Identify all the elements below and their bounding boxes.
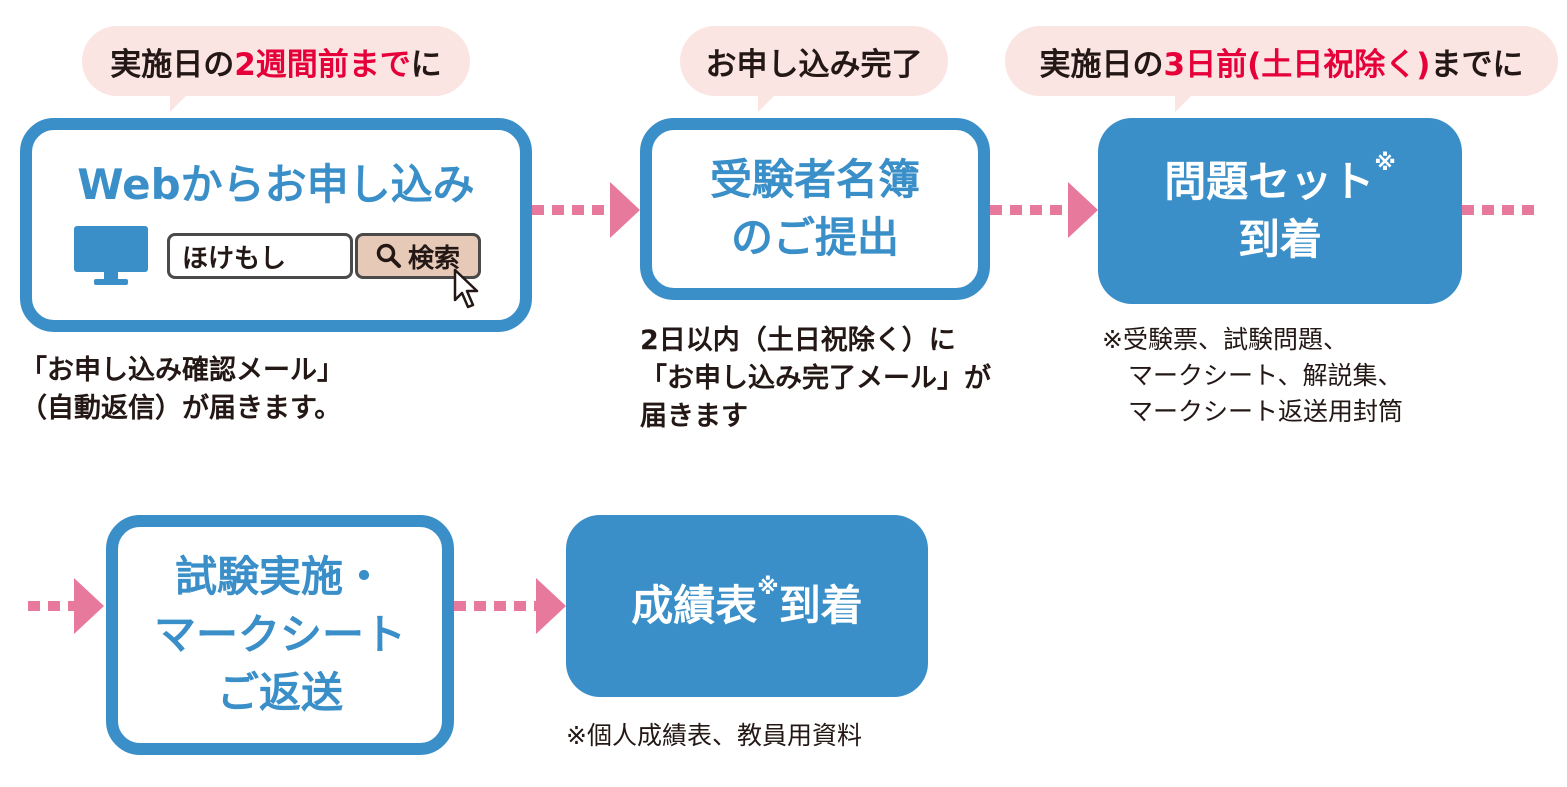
search-input-value: ほけもし xyxy=(182,243,287,274)
step-title-text: 問題セット xyxy=(1164,157,1375,206)
connector-arrow xyxy=(610,182,640,238)
bubble-highlight: 2週間前まで xyxy=(234,46,411,83)
connector-dots xyxy=(454,601,536,611)
connector-dots xyxy=(532,205,610,215)
cursor-icon xyxy=(453,268,479,309)
note-line: マークシート、解説集、 xyxy=(1128,361,1403,390)
search-button[interactable]: 検索 xyxy=(355,233,481,279)
step-title-line2: マークシート xyxy=(153,610,406,659)
step-title-pre: 成績表 xyxy=(631,581,758,630)
step-problem-set-arrival: 問題セット※ 到着 xyxy=(1098,118,1462,304)
step-web-application: Webからお申し込み xyxy=(20,118,532,332)
bubble-tail xyxy=(1175,94,1193,112)
connector-dots xyxy=(28,601,74,611)
bubble-tail xyxy=(758,94,776,112)
step-exam-and-return: 試験実施・ マークシート ご返送 xyxy=(106,515,454,755)
note-line: 「お申し込み完了メール」が xyxy=(640,363,991,394)
note-line: ※個人成績表、教員用資料 xyxy=(566,721,862,750)
step-title-line1: 試験実施・ xyxy=(174,552,385,601)
asterisk-mark: ※ xyxy=(757,575,779,600)
connector-arrow xyxy=(74,578,104,634)
bubble-text: お申し込み完了 xyxy=(705,46,923,83)
bubble-text-pre: 実施日の xyxy=(110,46,235,83)
note-completion-mail: 2日以内（土日祝除く）に 「お申し込み完了メール」が 届きます xyxy=(640,322,991,436)
step-title: 成績表※到着 xyxy=(631,577,862,635)
monitor-icon xyxy=(74,226,148,285)
timing-bubble-complete: お申し込み完了 xyxy=(680,26,948,112)
step-title-line1: 問題セット※ xyxy=(1164,153,1395,211)
asterisk-mark: ※ xyxy=(1374,151,1396,176)
note-report-contents: ※個人成績表、教員用資料 xyxy=(566,718,862,754)
step-title-line1: 受験者名簿 xyxy=(709,155,920,204)
note-line: ※受験票、試験問題、 xyxy=(1102,325,1348,354)
note-line: 2日以内（土日祝除く）に xyxy=(640,325,956,356)
bubble-text-pre: 実施日の xyxy=(1039,46,1164,83)
note-line: 届きます xyxy=(640,401,748,432)
step-title-line2: 到着 xyxy=(1237,215,1322,264)
step-title: Webからお申し込み xyxy=(77,160,475,209)
note-line: （自動返信）が届きます。 xyxy=(20,393,342,424)
bubble-tail xyxy=(170,94,188,112)
note-line: マークシート返送用封筒 xyxy=(1128,397,1404,426)
search-button-label: 検索 xyxy=(407,243,460,274)
search-input[interactable]: ほけもし xyxy=(167,233,353,279)
connector-dots xyxy=(1462,205,1534,215)
bubble-text-post: までに xyxy=(1430,46,1524,83)
note-line: 「お申し込み確認メール」 xyxy=(20,355,344,386)
bubble-highlight: 3日前(土日祝除く) xyxy=(1163,46,1431,83)
step-submit-roster: 受験者名簿 のご提出 xyxy=(640,118,990,300)
note-problem-set-contents: ※受験票、試験問題、 マークシート、解説集、 マークシート返送用封筒 xyxy=(1102,322,1403,430)
step-title-post: 到着 xyxy=(778,581,863,630)
bubble-text-post: に xyxy=(410,46,442,83)
connector-arrow xyxy=(536,578,566,634)
step-title-line2: のご提出 xyxy=(730,213,899,262)
step-title-line3: ご返送 xyxy=(216,668,343,717)
connector-arrow xyxy=(1068,182,1098,238)
search-icon xyxy=(376,243,401,268)
note-confirmation-mail: 「お申し込み確認メール」 （自動返信）が届きます。 xyxy=(20,352,344,428)
connector-dots xyxy=(990,205,1068,215)
step-report-arrival: 成績表※到着 xyxy=(566,515,928,697)
